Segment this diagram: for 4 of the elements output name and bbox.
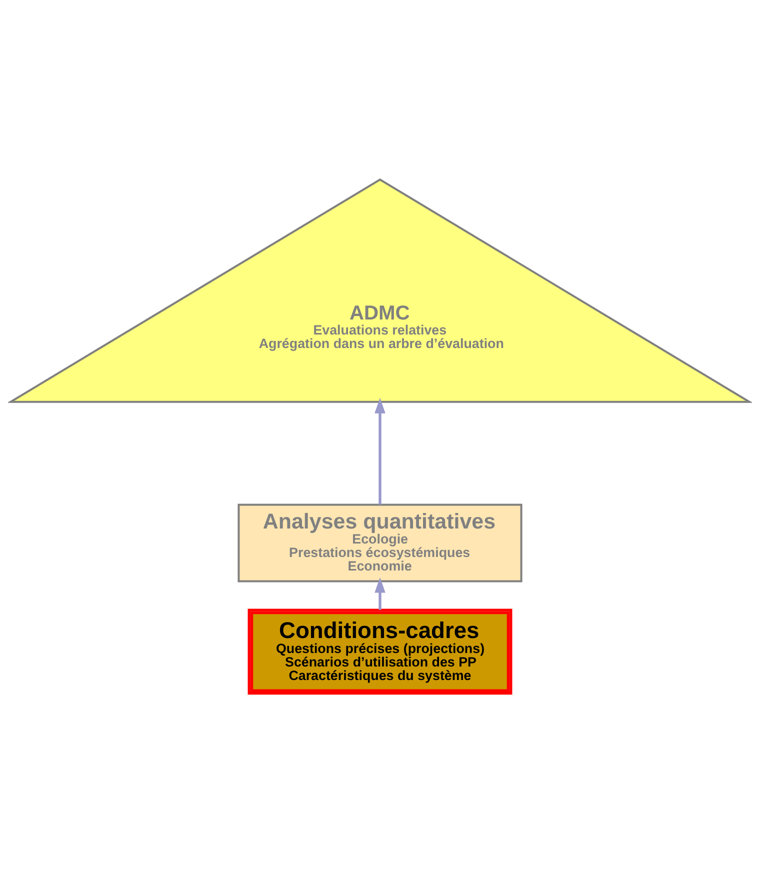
arrow xyxy=(374,398,386,505)
node-box: Analyses quantitatives Ecologie Prestations écosystémiques Economie xyxy=(238,504,522,582)
node-box: Conditions-cadres Questions précises (projections) Scénarios d’utilisation des PP Caractéristiques du système xyxy=(248,608,512,695)
arrow xyxy=(374,577,386,610)
